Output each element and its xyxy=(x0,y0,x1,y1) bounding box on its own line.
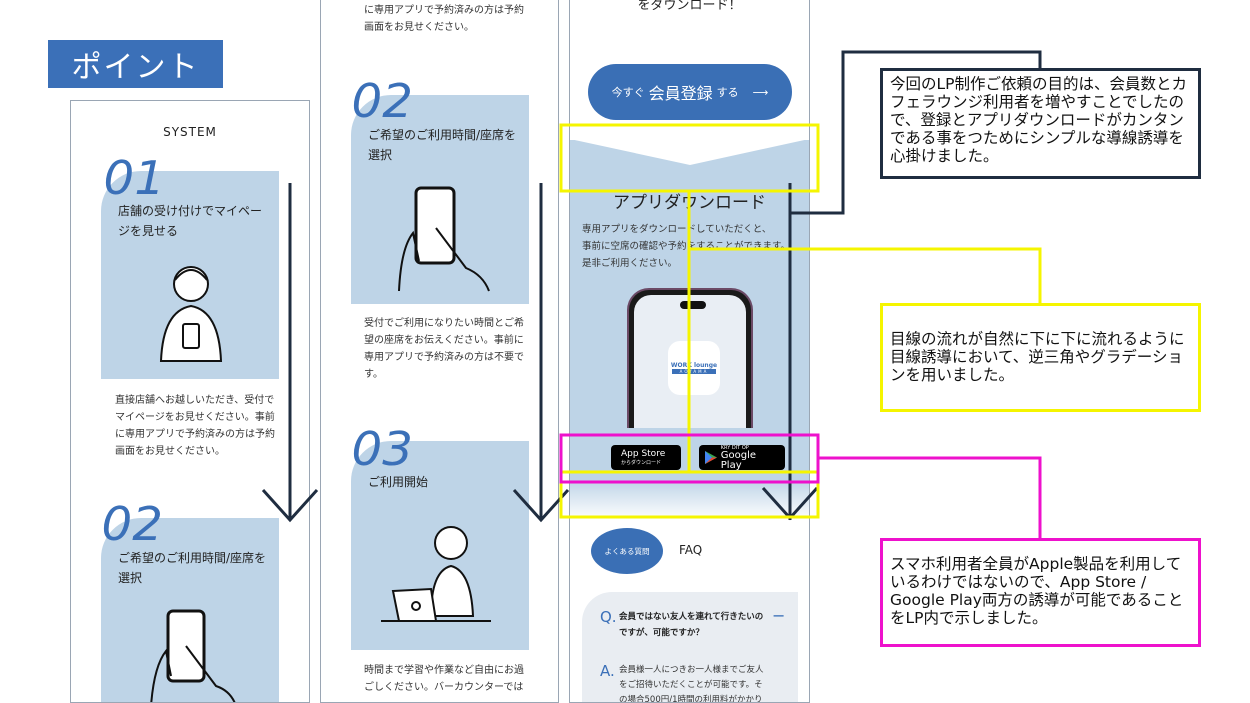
faq-answer: 会員様一人につきお一人様までご友人をご招待いただくことが可能です。その場合500… xyxy=(619,665,764,703)
register-now-button[interactable]: 今すぐ会員登録する⟶ xyxy=(588,64,792,120)
step2-number: 02 xyxy=(101,497,164,551)
step2-description: 受付でご利用になりたい時間とご希望の座席をお伝えください。事前に専用アプリで予約… xyxy=(364,318,524,380)
callout-connector-3 xyxy=(818,456,1042,538)
hand-phone-illustration xyxy=(398,186,490,292)
point-badge: ポイント xyxy=(48,40,223,88)
step3-title: ご利用開始 xyxy=(368,475,429,489)
faq-bubble: よくある質問 xyxy=(591,528,663,574)
faq-question[interactable]: 会員ではない友人を連れて行きたいのですが、可能ですか？ xyxy=(619,612,764,638)
step1-description: 直接店舗へお越しいただき、受付でマイページをお見せください。事前に専用アプリで予… xyxy=(115,395,275,457)
download-heading-tail: をダウンロード！ xyxy=(637,0,742,13)
faq-label: FAQ xyxy=(679,543,703,557)
callout-connector-2 xyxy=(689,247,1042,303)
callout-store-buttons: スマホ利用者全員がApple製品を利用しているわけではないので、App Stor… xyxy=(880,538,1201,647)
top-description: に専用アプリで予約済みの方は予約画面をお見せください。 xyxy=(364,5,524,33)
step1-card xyxy=(101,171,279,379)
callout-connector-1 xyxy=(790,50,1042,215)
woman-phone-illustration xyxy=(159,266,223,362)
answer-mark-label: A. xyxy=(600,662,615,680)
google-play-icon xyxy=(705,451,717,464)
lp-column-system: SYSTEM 01 店舗の受け付けでマイページを見せる 直接店舗へお越しいただき… xyxy=(70,100,310,703)
app-icon-logo: WORK lounge AOYAMA xyxy=(668,341,720,395)
step3-description: 時間まで学習や作業など自由にお過ごしください。バーカウンターでは xyxy=(364,665,524,693)
hand-phone-illustration xyxy=(150,609,236,702)
collapse-icon[interactable]: − xyxy=(772,606,786,625)
step3-card xyxy=(351,441,529,650)
step2-title: ご希望のご利用時間/座席を選択 xyxy=(368,128,517,162)
callout-eye-flow: 目線の流れが自然に下に下に流れるように目線誘導において、逆三角やグラデーションを… xyxy=(880,303,1201,412)
step2-card xyxy=(351,95,529,304)
lp-column-steps: に専用アプリで予約済みの方は予約画面をお見せください。 02 ご希望のご利用時間… xyxy=(320,0,559,703)
callout-purpose: 今回のLP制作ご依頼の目的は、会員数とカフェラウンジ利用者を増やすことでしたので… xyxy=(880,68,1201,179)
system-heading: SYSTEM xyxy=(163,125,217,139)
step2-title: ご希望のご利用時間/座席を選択 xyxy=(118,551,267,585)
highlight-triangle xyxy=(559,123,820,193)
step3-number: 03 xyxy=(351,422,414,476)
highlight-gradient xyxy=(559,470,820,519)
faq-card: Q. 会員ではない友人を連れて行きたいのですが、可能ですか？ − A. 会員様一… xyxy=(582,592,798,703)
step1-number: 01 xyxy=(103,151,166,205)
question-mark-label: Q. xyxy=(600,608,617,626)
arrow-right-icon: ⟶ xyxy=(752,85,769,99)
gradient-fade xyxy=(570,480,809,520)
step2-card xyxy=(101,518,279,702)
app-download-description: 専用アプリをダウンロードしていただくと、事前に空席の確認や予約をすることができま… xyxy=(582,224,791,269)
step1-title: 店舗の受け付けでマイページを見せる xyxy=(118,204,263,238)
woman-laptop-illustration xyxy=(381,526,491,622)
step2-number: 02 xyxy=(351,74,414,128)
inverted-triangle-divider xyxy=(570,139,809,165)
